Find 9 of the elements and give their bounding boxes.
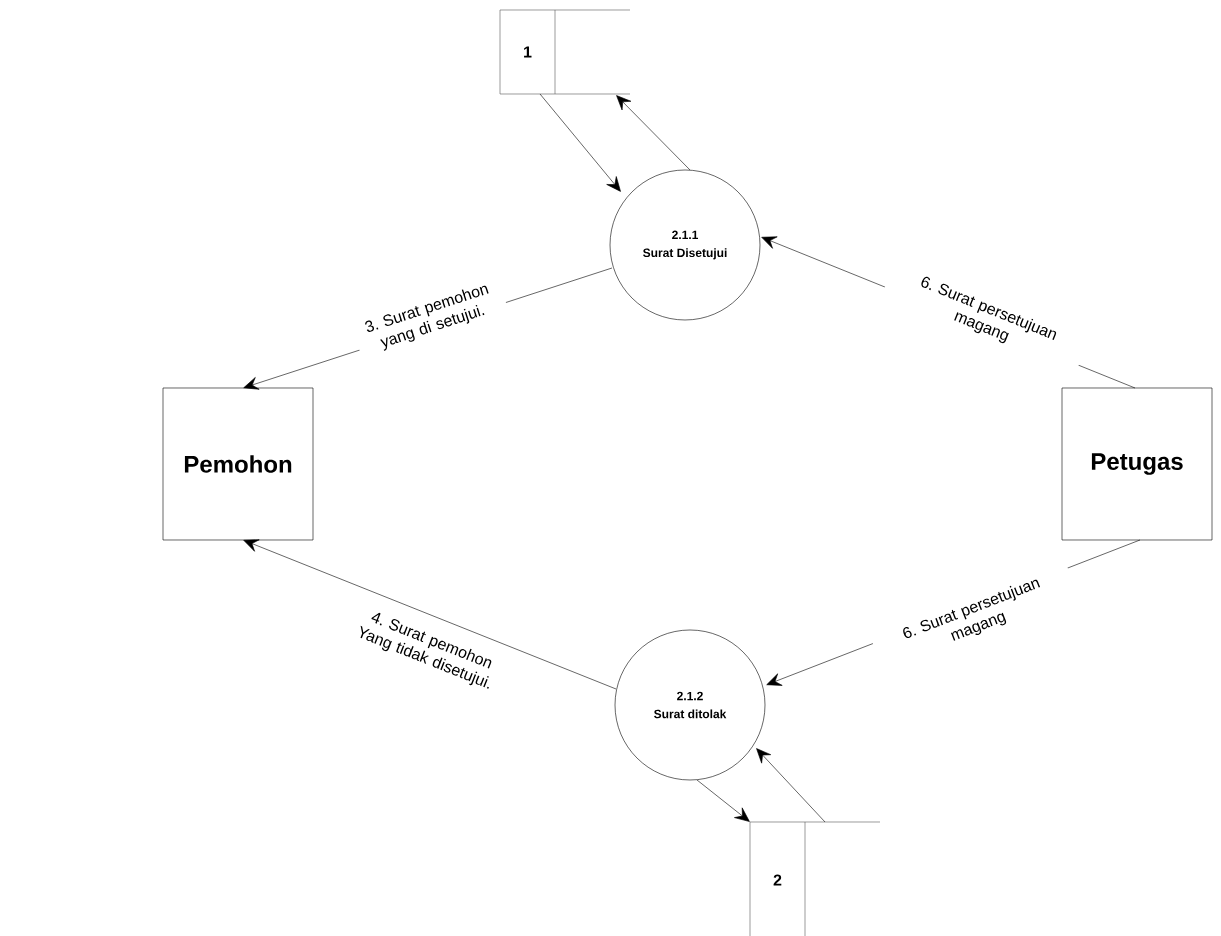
arrow <box>243 539 617 690</box>
entity-box: Pemohon <box>162 387 314 541</box>
data-store: 2 <box>749 821 881 936</box>
arrow <box>696 779 750 822</box>
arrow <box>756 748 826 823</box>
data-store: 1 <box>499 9 631 95</box>
arrow <box>616 95 691 171</box>
arrow <box>539 93 621 192</box>
entity-box: Petugas <box>1061 387 1213 541</box>
